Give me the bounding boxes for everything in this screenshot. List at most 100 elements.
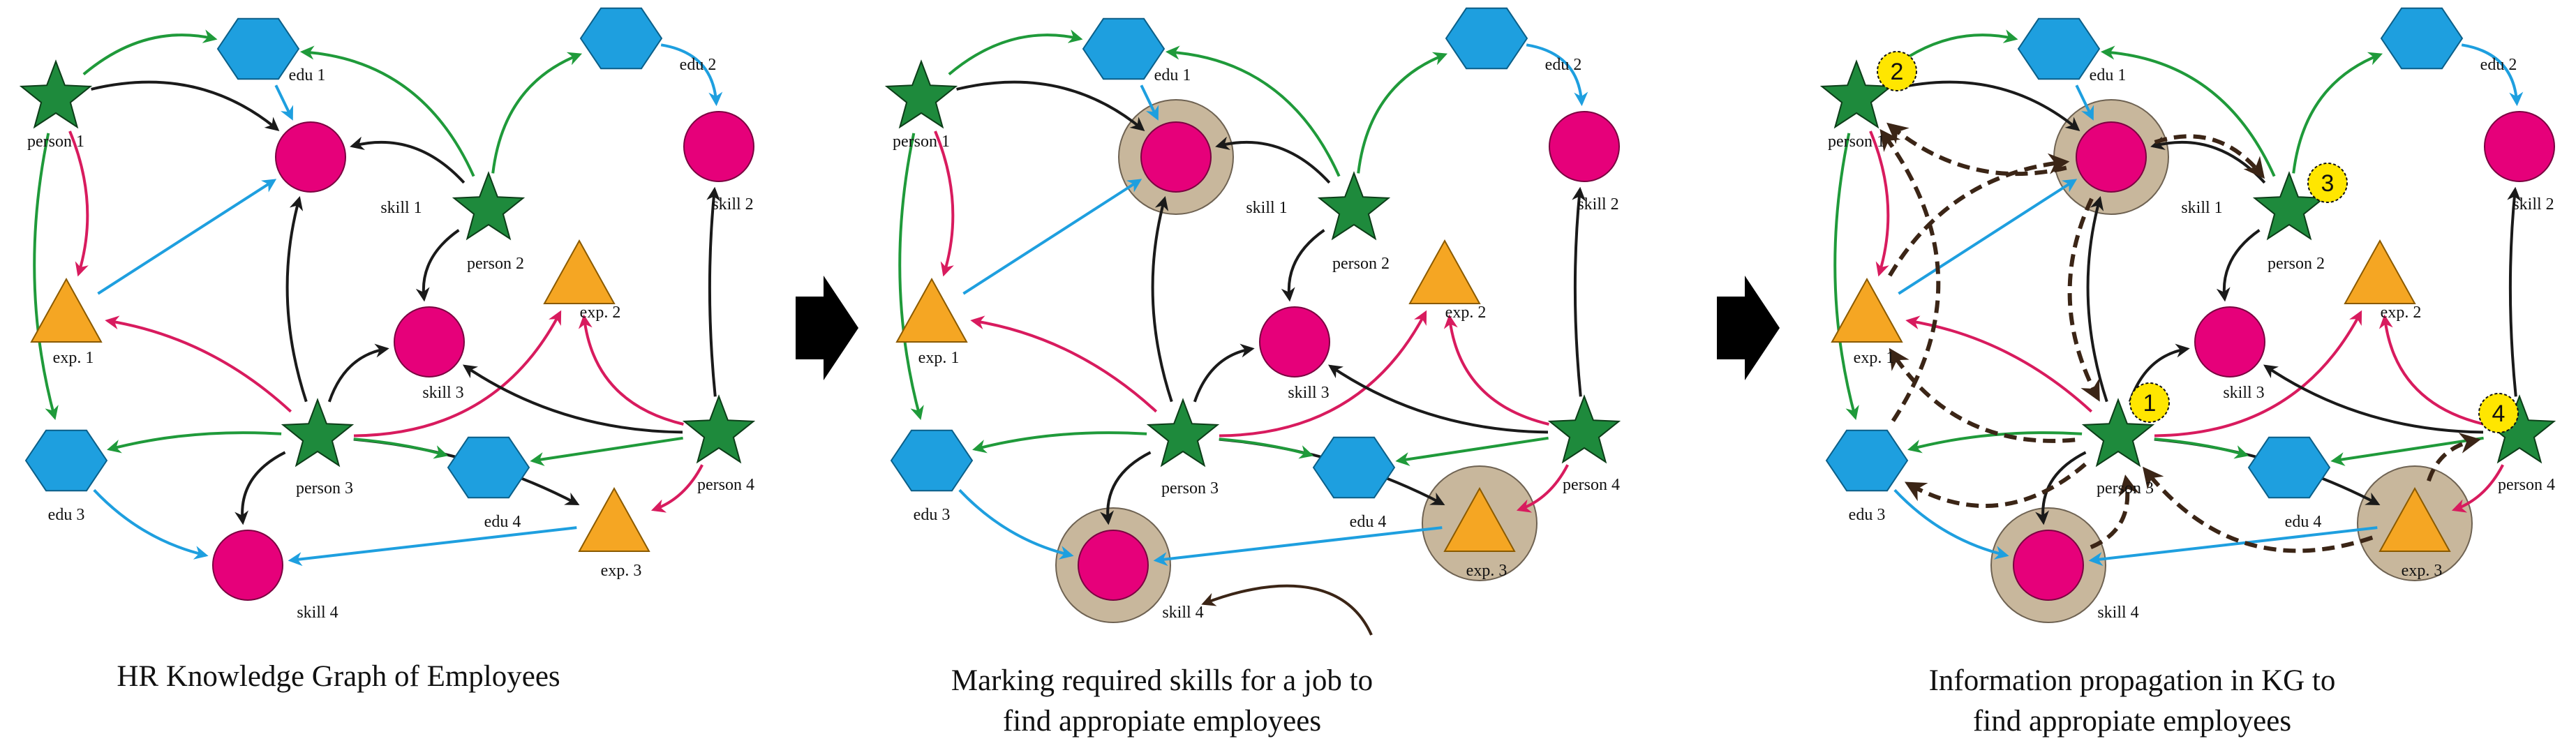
order-badge-text-p4: 4: [2492, 401, 2506, 427]
propagation-x1-s1: [1888, 153, 2070, 277]
edge-p1-e1: [948, 29, 1083, 76]
node-label-s4: skill 4: [1162, 604, 1203, 622]
node-x1: [30, 277, 103, 343]
propagation-x3-p3: [2142, 466, 2374, 553]
node-label-x3: exp. 3: [601, 562, 642, 580]
edge-p4-s3: [2263, 364, 2484, 434]
node-x2: [2344, 239, 2416, 304]
node-label-x1: exp. 1: [53, 349, 94, 367]
node-label-s3: skill 3: [422, 384, 463, 402]
node-label-x1: exp. 1: [1854, 349, 1895, 367]
edge-p1-x1: [934, 130, 955, 277]
node-label-e2: edu 2: [2480, 56, 2517, 74]
edge-e3-s4: [93, 488, 209, 560]
node-label-s2: skill 2: [2512, 195, 2554, 214]
node-label-s3: skill 3: [2223, 384, 2264, 402]
node-e3: [1825, 429, 1909, 492]
panel1-caption: HR Knowledge Graph of Employees: [117, 660, 560, 693]
node-label-e2: edu 2: [1545, 56, 1582, 74]
edge-p1-e1: [82, 29, 218, 76]
node-s1: [1140, 121, 1212, 193]
node-label-s1: skill 1: [2181, 199, 2222, 217]
edge-p4-x3: [650, 464, 703, 513]
node-label-e3: edu 3: [1849, 506, 1886, 524]
node-s2: [1549, 111, 1620, 182]
edge-p3-s1: [285, 195, 308, 403]
edge-x3-s4: [288, 526, 577, 567]
edge-p3-x1: [970, 315, 1158, 413]
node-label-s2: skill 2: [1577, 195, 1618, 214]
edge-p3-e4: [353, 438, 449, 459]
edge-p2-s1: [350, 136, 466, 184]
edge-p1-x1: [1869, 130, 1890, 277]
propagation-p3-x1: [1889, 347, 2076, 443]
edge-p4-e4: [1395, 436, 1549, 466]
edge-p3-s4: [2035, 451, 2087, 525]
node-e2: [2380, 7, 2464, 70]
node-x2: [543, 239, 616, 304]
edge-p1-e3: [33, 133, 59, 421]
node-s3: [1259, 306, 1330, 378]
edge-p4-x2: [2378, 314, 2485, 426]
node-label-p1: person 1: [1828, 133, 1885, 151]
node-s1: [2076, 121, 2147, 193]
node-e1: [2017, 17, 2101, 80]
edge-e2-s2: [660, 43, 723, 107]
edge-p1-e3: [1833, 133, 1859, 421]
edge-p2-s3: [2216, 229, 2261, 302]
node-label-p3: person 3: [2097, 479, 2154, 498]
node-e2: [579, 7, 663, 70]
edge-p3-x1: [105, 315, 292, 413]
edge-p2-e1: [1165, 45, 1341, 177]
edge-p3-e3: [107, 431, 282, 454]
order-badge-p1: [1877, 51, 1917, 91]
node-p1: [1819, 59, 1893, 129]
propagation-p3-e3: [1904, 463, 2087, 508]
edge-p4-s2: [1572, 186, 1586, 397]
node-label-e4: edu 4: [1350, 513, 1387, 531]
node-s1: [275, 121, 346, 193]
panel3-caption-line2: find appropiate employees: [1973, 705, 2291, 738]
edge-p4-e4: [530, 436, 683, 466]
node-label-x3: exp. 3: [2402, 562, 2443, 580]
node-label-s1: skill 1: [380, 199, 422, 217]
node-x3: [2378, 486, 2451, 552]
node-p3: [2081, 398, 2155, 468]
node-p3: [1146, 398, 1220, 468]
edge-p1-s1: [91, 80, 280, 131]
node-label-e3: edu 3: [914, 506, 951, 524]
order-badge-p3: [2129, 382, 2170, 423]
edge-p2-e1: [2100, 45, 2276, 177]
node-label-x2: exp. 2: [580, 304, 621, 322]
node-p3: [281, 398, 355, 468]
node-x1: [1831, 277, 1903, 343]
propagation-s4-p3: [2090, 474, 2140, 550]
node-s3: [394, 306, 465, 378]
transition-arrow-1: [796, 276, 858, 380]
edge-p3-s4: [1100, 451, 1152, 525]
edge-p4-x3: [1516, 464, 1569, 513]
node-s4: [212, 530, 283, 601]
order-badge-text-p3: 1: [2143, 390, 2157, 417]
node-label-p2: person 2: [1332, 255, 1390, 273]
node-x3: [578, 486, 650, 552]
node-e2: [1445, 7, 1528, 70]
edge-p1-e3: [898, 133, 924, 421]
node-label-s3: skill 3: [1288, 384, 1329, 402]
node-label-p3: person 3: [1161, 479, 1219, 498]
node-label-e1: edu 1: [289, 66, 326, 84]
node-p1: [884, 59, 958, 129]
node-label-e2: edu 2: [680, 56, 717, 74]
node-p2: [452, 171, 526, 241]
node-label-p3: person 3: [296, 479, 353, 498]
node-s3: [2194, 306, 2265, 378]
edge-p2-s3: [1281, 229, 1325, 302]
node-e1: [216, 17, 300, 80]
node-s4: [2013, 530, 2084, 601]
edge-e1-s1: [274, 84, 294, 121]
propagation-s1-p1: [1886, 122, 2067, 177]
edge-p3-x2: [1219, 310, 1427, 438]
edge-p4-x3: [2451, 464, 2504, 513]
node-label-x2: exp. 2: [2381, 304, 2422, 322]
